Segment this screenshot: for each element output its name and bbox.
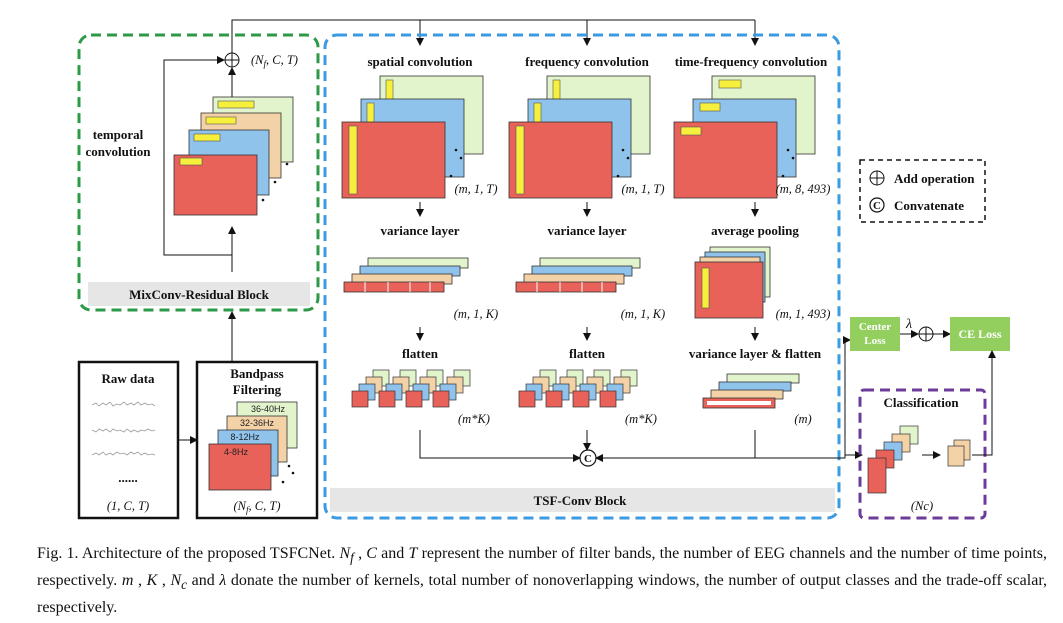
variance-flatten-strips [702, 373, 800, 409]
frequency-conv-label: frequency convolution [525, 54, 649, 69]
spatial-conv-label: spatial convolution [367, 54, 473, 69]
legend-concat-label: Convatenate [894, 198, 964, 213]
concatenate-legend-icon: C [869, 197, 885, 213]
svg-text:C: C [584, 453, 592, 465]
spatial-conv-maps [341, 75, 484, 199]
temporal-label-1: temporal [93, 127, 144, 142]
mixconv-residual-block: MixConv-Residual Block temporal convolut… [77, 33, 320, 312]
variance-flatten-label: variance layer & flatten [689, 346, 822, 361]
svg-text:Center: Center [859, 321, 891, 333]
legend-box: Add operation C Convatenate [859, 159, 986, 223]
classification-dims: (Nc) [911, 499, 933, 513]
mixconv-feature-stack [173, 96, 294, 216]
architecture-diagram: MixConv-Residual Block temporal convolut… [77, 19, 1010, 520]
tsf-conv-block: TSF-Conv Block spatial convolution frequ… [323, 33, 841, 520]
lambda-label: λ [905, 317, 912, 332]
variance-dims-1: (m, 1, K) [454, 307, 498, 321]
variance-layer-label-1: variance layer [380, 223, 459, 238]
output-cube [947, 439, 971, 467]
mixconv-title-bg [88, 282, 310, 306]
legend-add-label: Add operation [894, 171, 975, 186]
svg-text:C: C [873, 200, 881, 212]
classification-block: Classification (Nc) [858, 388, 987, 520]
raw-data-dims: (1, C, T) [107, 499, 149, 513]
flatten-label-2: flatten [569, 346, 606, 361]
average-pooling-maps [694, 246, 771, 319]
variance-strips-2 [515, 257, 641, 293]
flatten-dims-2: (m*K) [625, 412, 657, 426]
spatial-conv-dims: (m, 1, T) [454, 182, 497, 196]
bandpass-dims: (Nf, C, T) [234, 499, 281, 515]
add-operation-legend-icon [869, 170, 885, 186]
mixconv-title: MixConv-Residual Block [129, 287, 270, 302]
flatten-cubes-1 [351, 369, 471, 408]
center-loss-box: Center Loss [850, 317, 900, 351]
mixconv-border [77, 33, 320, 312]
band-8-12: 8-12Hz [230, 432, 260, 442]
flatten-cubes-2 [518, 369, 638, 408]
add-operation-icon [224, 52, 240, 68]
frequency-conv-dims: (m, 1, T) [621, 182, 664, 196]
variance-layer-label-2: variance layer [547, 223, 626, 238]
concatenate-icon: C [579, 449, 597, 467]
flatten-dims-1: (m*K) [458, 412, 490, 426]
figure-caption: Fig. 1. Architecture of the proposed TSF… [37, 545, 1048, 617]
raw-data-box: Raw data ...... (1, C, T) [77, 360, 180, 520]
tsf-title-bg [330, 488, 835, 512]
variance-strips-1 [343, 257, 469, 293]
raw-data-title: Raw data [101, 371, 155, 386]
svg-text:Loss: Loss [864, 335, 886, 347]
mixconv-dims: (Nf, C, T) [251, 53, 298, 69]
band-32-36: 32-36Hz [240, 418, 275, 428]
raw-data-ellipsis: ...... [118, 470, 138, 485]
variance-flatten-dims: (m) [794, 412, 811, 426]
time-frequency-conv-label: time-frequency convolution [675, 54, 828, 69]
tsf-title: TSF-Conv Block [534, 493, 628, 508]
average-pooling-label: average pooling [711, 223, 799, 238]
time-frequency-conv-dims: (m, 8, 493) [776, 182, 831, 196]
bandpass-title-1: Bandpass [230, 366, 283, 381]
classification-cubes [867, 425, 919, 494]
band-4-8: 4-8Hz [224, 447, 249, 457]
average-pooling-dims: (m, 1, 493) [776, 307, 831, 321]
time-frequency-conv-maps [673, 75, 816, 199]
loss-add-icon [918, 326, 934, 342]
tsf-border [323, 33, 841, 520]
classification-title: Classification [883, 395, 959, 410]
band-36-40: 36-40Hz [251, 404, 286, 414]
bandpass-filtering-box: Bandpass Filtering 36-40Hz 32-36Hz 8-12H… [195, 360, 319, 520]
bandpass-title-2: Filtering [233, 382, 282, 397]
variance-dims-2: (m, 1, K) [621, 307, 665, 321]
eeg-signal-icon [91, 401, 156, 456]
svg-text:CE Loss: CE Loss [958, 327, 1001, 341]
flatten-label-1: flatten [402, 346, 439, 361]
frequency-conv-maps [508, 75, 651, 199]
temporal-label-2: convolution [85, 144, 151, 159]
ce-loss-box: CE Loss [950, 317, 1010, 351]
